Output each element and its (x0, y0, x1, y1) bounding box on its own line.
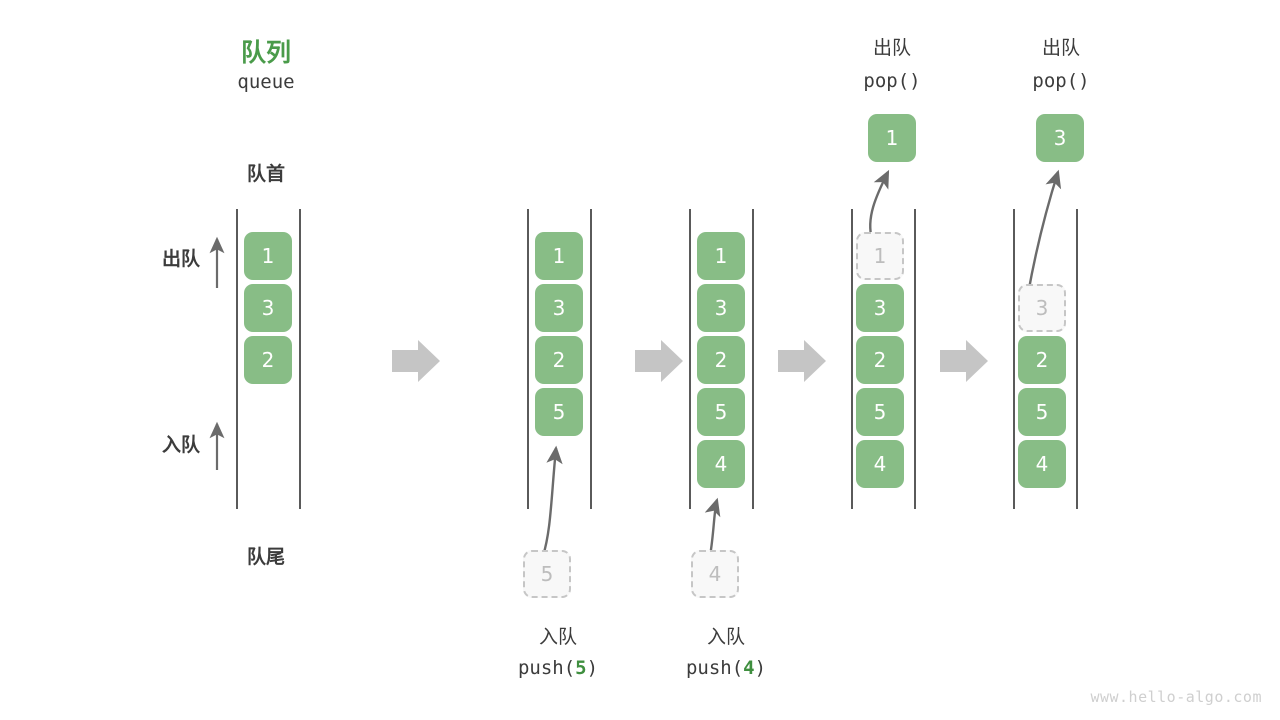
push-5-prefix: push( (517, 657, 576, 679)
queue-cell: 2 (697, 336, 745, 384)
queue-tail-label: 队尾 (246, 547, 285, 568)
push-4-label-en: push(4) (656, 657, 796, 679)
popped-cell: 1 (868, 114, 916, 162)
queue-rail-left-col4 (851, 209, 853, 509)
step-arrow-1 (392, 340, 440, 382)
queue-cell: 4 (1018, 440, 1066, 488)
push-5-suffix: ) (586, 657, 599, 679)
queue-head-label: 队首 (246, 164, 285, 185)
queue-cell: 4 (856, 440, 904, 488)
enqueue-direction-label: 入队 (161, 435, 200, 456)
pop-1-header-cn: 出队 (872, 38, 911, 59)
queue-cell: 4 (697, 440, 745, 488)
queue-cell: 1 (535, 232, 583, 280)
queue-cell: 5 (535, 388, 583, 436)
queue-cell: 2 (244, 336, 292, 384)
pop-3-arrow (1026, 169, 1062, 295)
watermark: www.hello-algo.com (1090, 688, 1262, 706)
queue-cell: 3 (856, 284, 904, 332)
queue-cell: 1 (244, 232, 292, 280)
queue-cell: 5 (697, 388, 745, 436)
step-arrow-2 (635, 340, 683, 382)
queue-rail-left-col5 (1013, 209, 1015, 509)
push-4-prefix: push( (685, 657, 744, 679)
page-title-cn: 队列 (240, 39, 291, 67)
queue-cell: 5 (856, 388, 904, 436)
push-4-arrow (704, 497, 721, 557)
push-5-arrow (541, 445, 563, 557)
pop-1-arrow (869, 169, 890, 240)
queue-rail-left-col2 (527, 209, 529, 509)
queue-rail-left-col3 (689, 209, 691, 509)
push-4-suffix: ) (754, 657, 767, 679)
queue-cell: 5 (1018, 388, 1066, 436)
pop-3-header-cn: 出队 (1041, 38, 1080, 59)
queue-rail-right-col1 (299, 209, 301, 509)
queue-cell: 2 (535, 336, 583, 384)
queue-cell: 1 (697, 232, 745, 280)
incoming-ghost-cell: 5 (523, 550, 571, 598)
queue-rail-left-col1 (236, 209, 238, 509)
step-arrow-4 (940, 340, 988, 382)
queue-cell: 3 (697, 284, 745, 332)
push-4-arg: 4 (743, 657, 755, 679)
queue-cell: 3 (535, 284, 583, 332)
popped-cell: 3 (1036, 114, 1084, 162)
queue-rail-right-col5 (1076, 209, 1078, 509)
pop-1-header-en: pop() (863, 70, 921, 92)
queue-rail-right-col2 (590, 209, 592, 509)
push-5-label-cn: 入队 (538, 627, 577, 648)
dequeue-direction-label: 出队 (161, 249, 200, 270)
push-4-label-cn: 入队 (706, 627, 745, 648)
incoming-ghost-cell: 4 (691, 550, 739, 598)
page-title-en: queue (237, 71, 295, 93)
queue-cell: 2 (856, 336, 904, 384)
queue-rail-right-col3 (752, 209, 754, 509)
queue-cell: 3 (244, 284, 292, 332)
push-5-arg: 5 (575, 657, 587, 679)
pop-3-header-en: pop() (1032, 70, 1090, 92)
queue-cell-ghost: 1 (856, 232, 904, 280)
push-5-label-en: push(5) (488, 657, 628, 679)
queue-cell-ghost: 3 (1018, 284, 1066, 332)
queue-cell: 2 (1018, 336, 1066, 384)
queue-rail-right-col4 (914, 209, 916, 509)
step-arrow-3 (778, 340, 826, 382)
